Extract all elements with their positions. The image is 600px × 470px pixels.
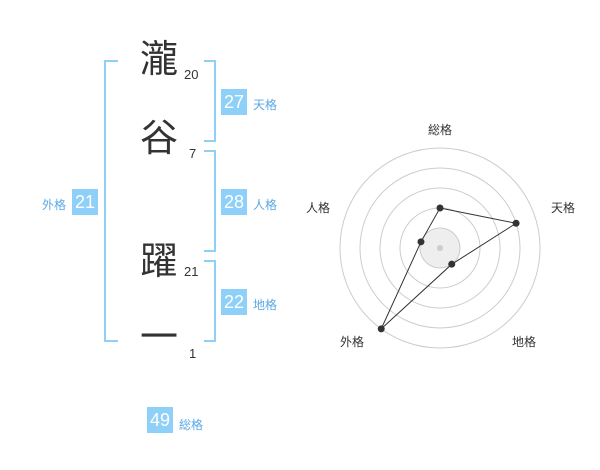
stroke-count-1: 20: [184, 67, 199, 82]
stroke-count-3: 21: [184, 264, 199, 279]
jinkaku-bracket: [204, 150, 216, 252]
jinkaku-badge: 28: [221, 189, 247, 215]
tenkaku-label: 天格: [253, 98, 278, 112]
radar-ring: [339, 147, 541, 349]
radar-label-jinkaku: 人格: [306, 200, 330, 215]
radar-center-dot: [437, 245, 443, 251]
name-char-3: 躍: [140, 239, 179, 283]
tenkaku-bracket: [204, 60, 216, 142]
radar-polygon: [380, 207, 518, 330]
name-char-4: 一: [140, 315, 179, 359]
radar-point: [448, 260, 456, 268]
name-char-1: 瀧: [140, 37, 179, 81]
chikaku-bracket: [204, 260, 216, 342]
soukaku-badge: 49: [147, 407, 173, 433]
chikaku-label: 地格: [253, 298, 278, 312]
jinkaku-label: 人格: [253, 198, 278, 212]
radar-ring: [359, 167, 521, 329]
radar-point: [512, 219, 520, 227]
stroke-count-4: 1: [189, 346, 197, 361]
stroke-count-2: 7: [189, 146, 197, 161]
radar-label-gaikaku: 外格: [340, 334, 364, 349]
name-char-2: 谷: [140, 116, 179, 160]
radar-point: [377, 325, 385, 333]
radar-label-soukaku: 総格: [428, 122, 452, 137]
radar-label-chikaku: 地格: [512, 334, 536, 349]
soukaku-label: 総格: [179, 418, 204, 432]
gaikaku-badge: 21: [72, 189, 98, 215]
gaikaku-bracket: [104, 60, 118, 342]
radar-point: [417, 238, 425, 246]
chikaku-badge: 22: [221, 289, 247, 315]
radar-point: [436, 204, 444, 212]
radar-ring: [379, 187, 501, 309]
tenkaku-badge: 27: [221, 89, 247, 115]
radar-label-tenkaku: 天格: [551, 200, 575, 215]
gaikaku-label: 外格: [42, 198, 67, 212]
